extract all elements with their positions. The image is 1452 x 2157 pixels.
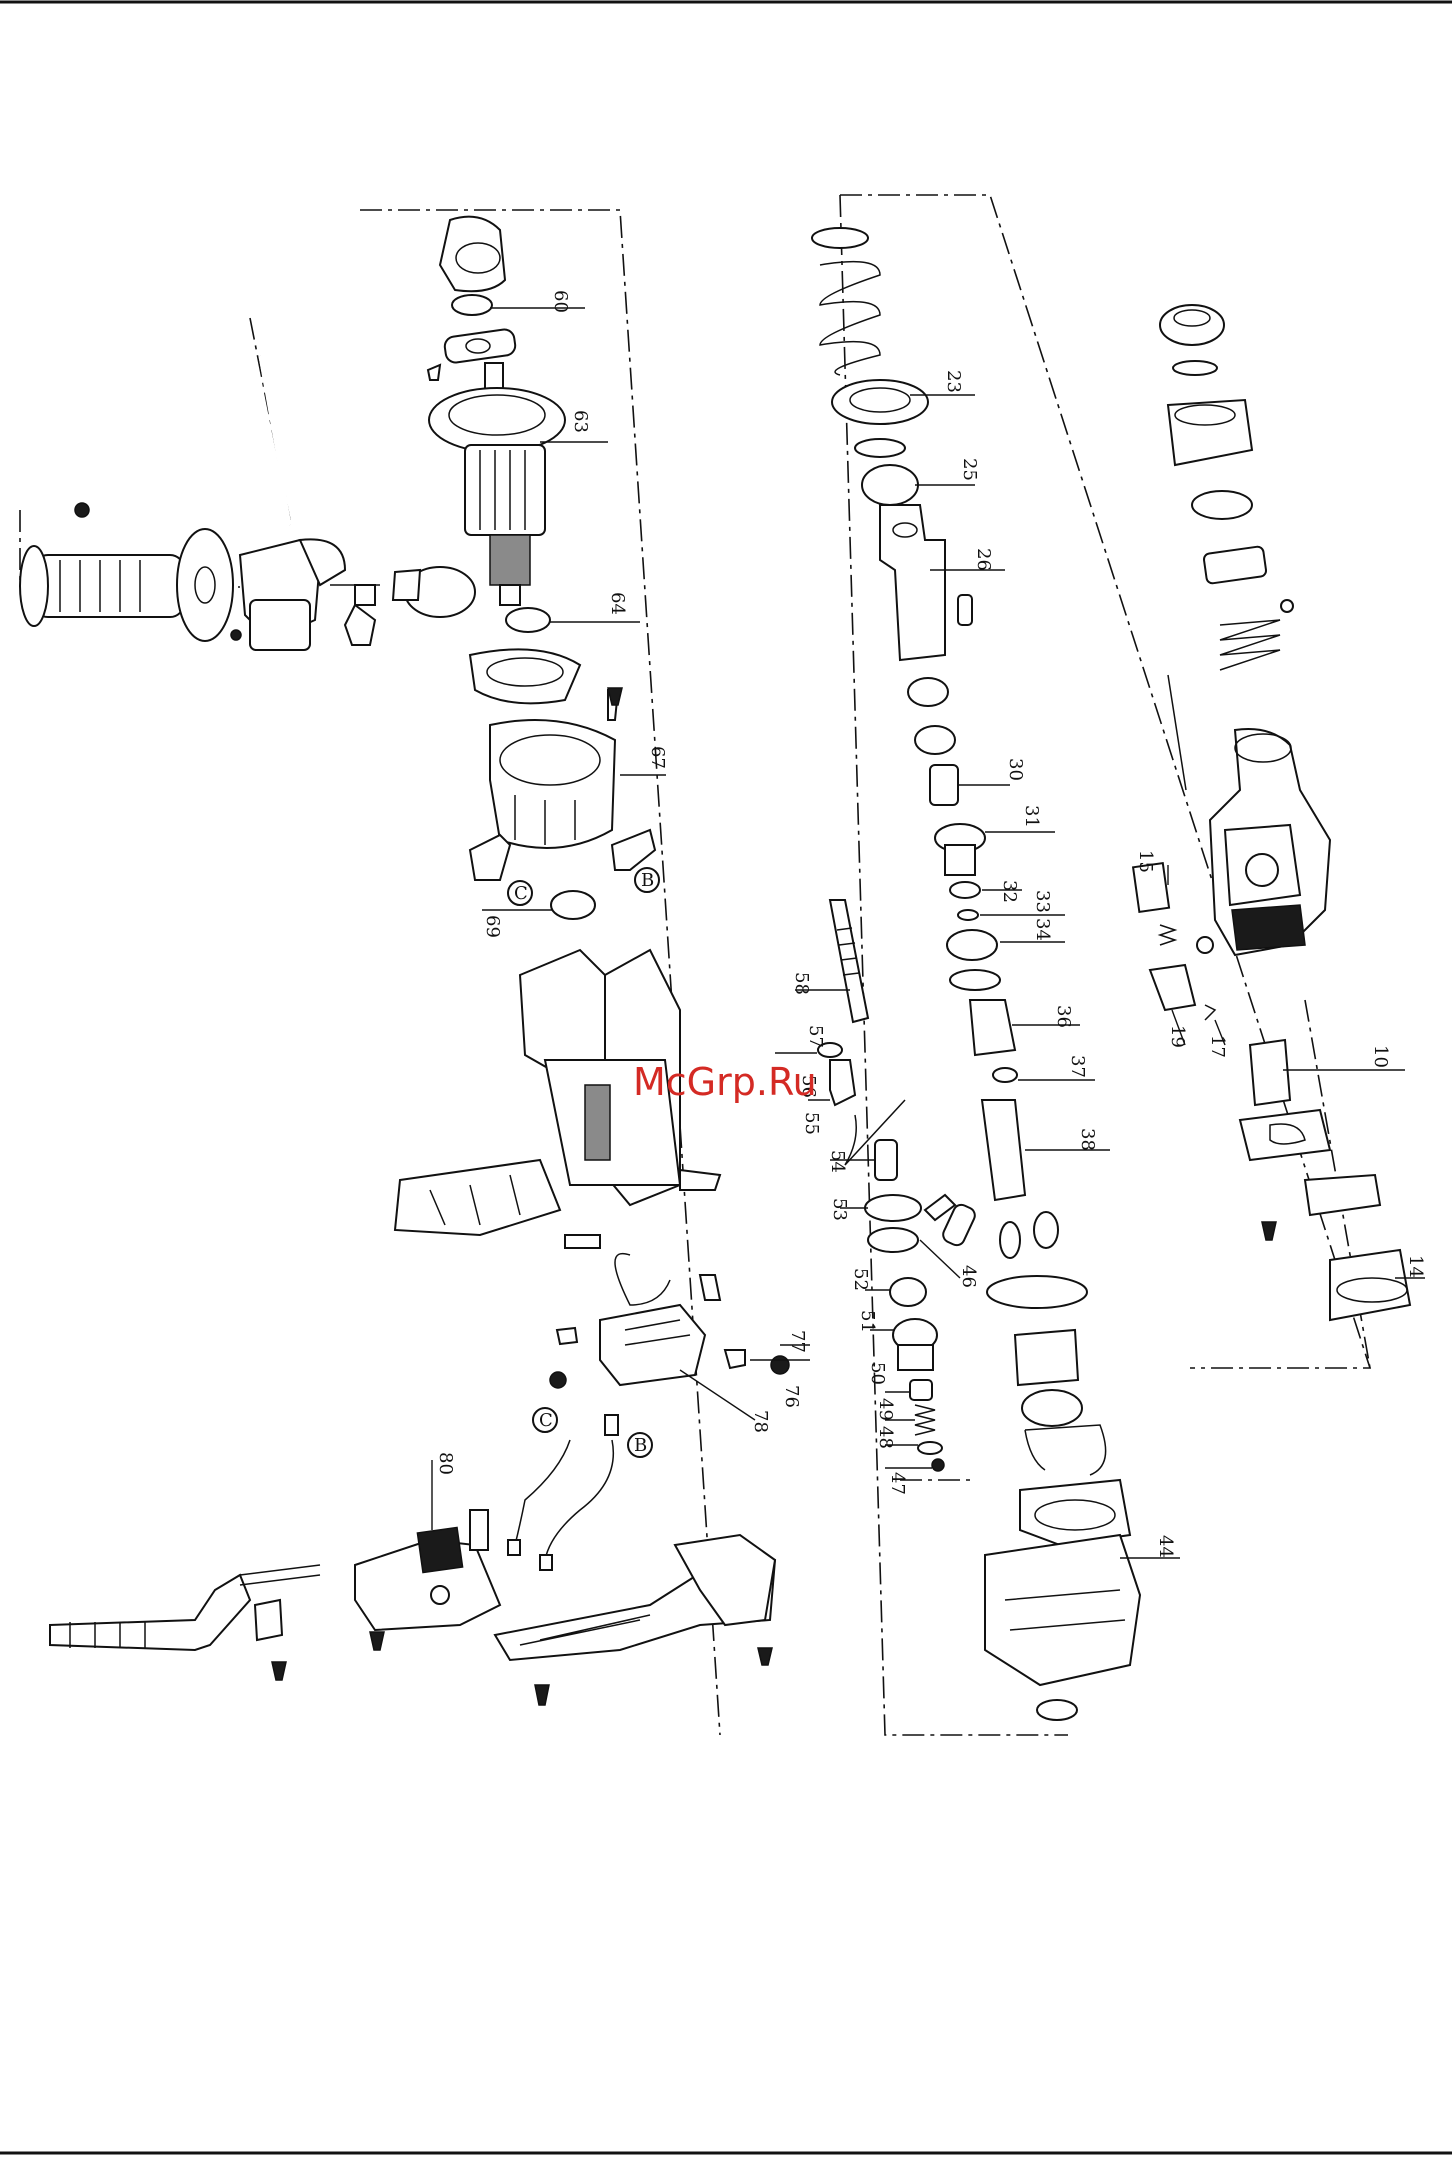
- label-69: 69: [482, 915, 503, 938]
- circle-label-b-bottom: B: [634, 1435, 647, 1456]
- label-63: 63: [570, 410, 591, 433]
- assembly-axis-lines: [20, 195, 1370, 1735]
- label-19: 19: [1167, 1025, 1188, 1048]
- side-handle: [20, 356, 475, 650]
- label-34: 34: [1032, 918, 1053, 941]
- label-80: 80: [435, 1452, 456, 1475]
- label-23: 23: [943, 370, 964, 393]
- label-37: 37: [1067, 1055, 1088, 1078]
- label-64: 64: [607, 592, 628, 615]
- label-36: 36: [1053, 1005, 1074, 1028]
- label-78: 78: [750, 1410, 771, 1433]
- label-26: 26: [973, 548, 994, 571]
- label-30: 30: [1005, 758, 1026, 781]
- label-46: 46: [958, 1265, 979, 1288]
- label-25: 25: [959, 458, 980, 481]
- label-17: 17: [1207, 1035, 1228, 1058]
- label-33: 33: [1032, 890, 1053, 913]
- label-38: 38: [1077, 1128, 1098, 1151]
- label-77: 77: [787, 1330, 808, 1353]
- label-76: 76: [781, 1385, 802, 1408]
- label-32: 32: [999, 880, 1020, 903]
- label-51: 51: [857, 1310, 878, 1333]
- label-14: 14: [1405, 1255, 1426, 1278]
- label-57: 57: [805, 1025, 826, 1048]
- chuck-column: [1133, 305, 1425, 1320]
- label-67: 67: [647, 746, 668, 769]
- label-55: 55: [801, 1112, 822, 1135]
- label-15: 15: [1135, 850, 1156, 873]
- label-60: 60: [550, 290, 571, 313]
- motor-column: [50, 217, 1276, 1705]
- circle-label-c-top: C: [514, 883, 528, 904]
- label-44: 44: [1155, 1535, 1176, 1558]
- circle-label-c-bottom: C: [539, 1410, 553, 1431]
- gear-column: [775, 228, 1180, 1720]
- label-49: 49: [875, 1398, 896, 1421]
- circle-label-b-top: B: [641, 870, 654, 891]
- label-58: 58: [791, 972, 812, 995]
- label-10: 10: [1370, 1045, 1391, 1068]
- label-47: 47: [887, 1472, 908, 1495]
- watermark: McGrp.Ru: [633, 1060, 817, 1104]
- label-54: 54: [827, 1150, 848, 1173]
- label-31: 31: [1021, 805, 1042, 828]
- label-53: 53: [829, 1198, 850, 1221]
- label-50: 50: [867, 1362, 888, 1385]
- label-48: 48: [875, 1426, 896, 1449]
- label-52: 52: [850, 1268, 871, 1291]
